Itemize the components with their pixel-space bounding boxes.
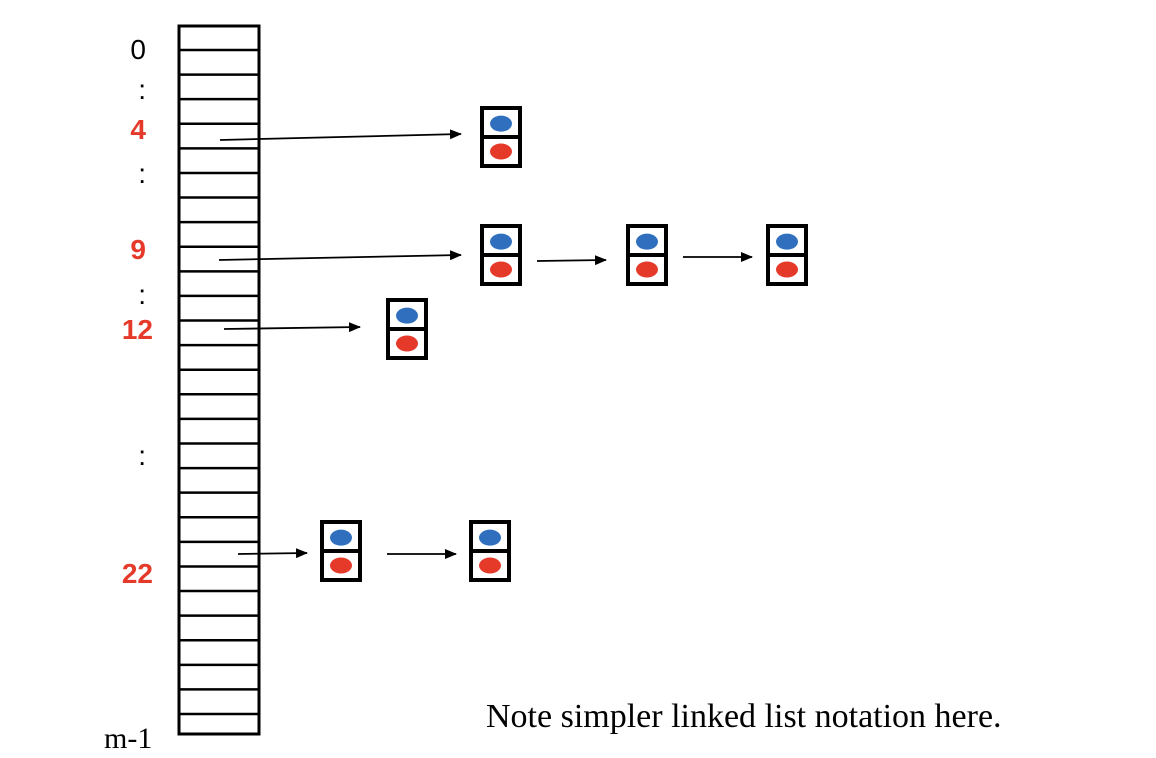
list-node [766,224,808,286]
index-label-4: 4 [130,114,146,145]
pointer-arrow [237,548,308,559]
ellipsis-label: : [138,158,146,189]
node-key-dot [776,233,798,250]
node-key-dot [330,529,352,546]
index-label-m-1: m-1 [104,722,153,755]
node-value-dot [776,261,798,278]
index-label-0: 0 [130,34,146,65]
linked-list-nodes [320,106,808,582]
pointer-arrow [223,322,361,333]
pointer-arrows [218,129,753,559]
list-node [469,520,511,582]
list-node [386,298,428,360]
index-label-22: 22 [121,558,153,589]
ellipsis-label: : [138,74,146,105]
node-key-dot [490,233,512,250]
node-key-dot [636,233,658,250]
list-node [480,224,522,286]
node-value-dot [396,335,418,352]
pointer-arrow [219,129,462,141]
list-node [626,224,668,286]
list-node [480,106,522,168]
node-value-dot [490,261,512,278]
node-value-dot [636,261,658,278]
index-label-9: 9 [130,234,146,265]
node-value-dot [330,557,352,574]
hash-table-array [177,24,261,736]
node-key-dot [490,115,512,132]
pointer-arrow [536,255,607,266]
array-outline [177,24,261,736]
ellipsis-label: : [138,279,146,310]
node-key-dot [479,529,501,546]
note-caption: Note simpler linked list notation here. [486,698,1002,735]
index-label-12: 12 [121,314,153,345]
node-key-dot [396,307,418,324]
list-node [320,520,362,582]
ellipsis-label: : [138,440,146,471]
node-value-dot [479,557,501,574]
node-value-dot [490,143,512,160]
pointer-arrow [218,250,462,261]
